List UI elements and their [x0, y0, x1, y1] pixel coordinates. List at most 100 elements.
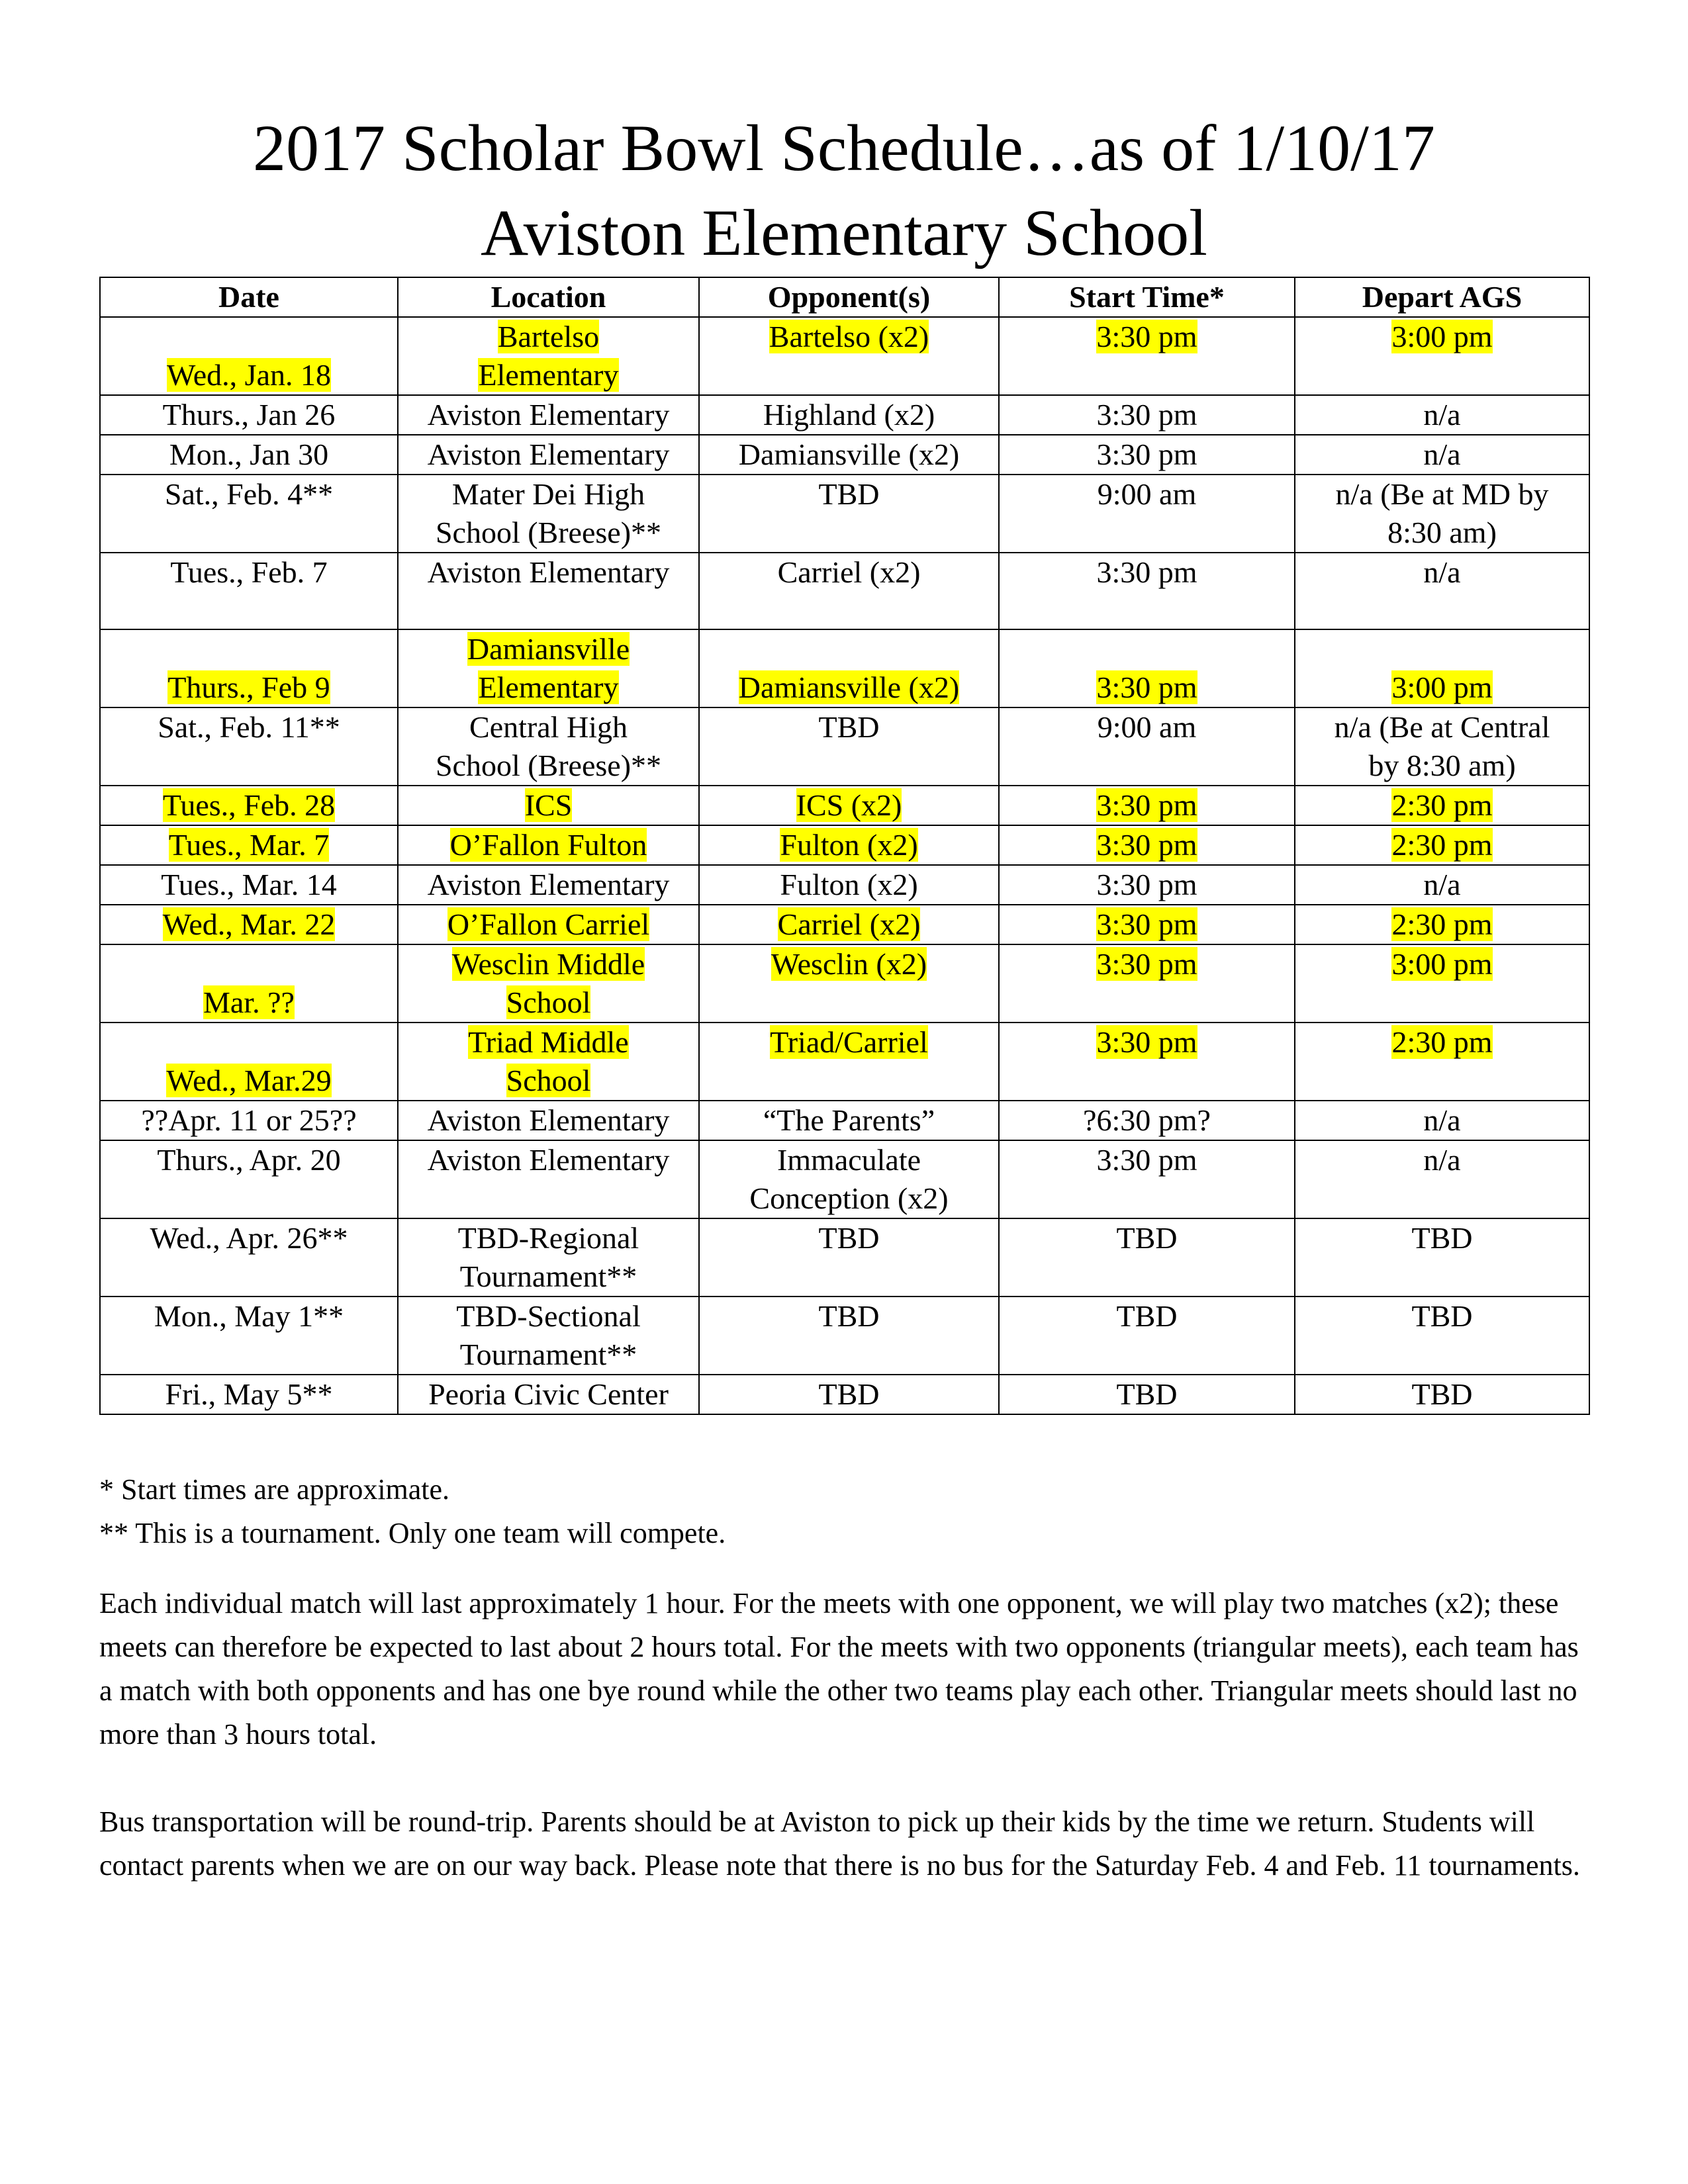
cell-text: n/a	[1423, 555, 1461, 589]
cell-text: Carriel (x2)	[777, 555, 921, 589]
cell-text: Bartelso (x2)	[769, 320, 929, 353]
cell-text: 3:00 pm	[1391, 947, 1493, 981]
cell-text: TBD	[1411, 1377, 1473, 1411]
cell-depart: 2:30 pm	[1294, 825, 1590, 866]
cell-opponents: Bartelso (x2)	[698, 316, 1000, 396]
cell-text: Sat., Feb. 11**	[158, 710, 340, 744]
cell-text: Wed., Apr. 26**	[150, 1221, 348, 1255]
cell-text: Immaculate	[776, 1143, 921, 1177]
cell-start-time: 3:30 pm	[998, 434, 1295, 475]
cell-text: n/a (Be at MD by	[1335, 477, 1549, 511]
footnotes: * Start times are approximate. ** This i…	[99, 1468, 1595, 1555]
cell-text: Fulton (x2)	[780, 868, 918, 901]
cell-text: TBD	[1411, 1299, 1473, 1333]
cell-text: Aviston Elementary	[427, 398, 670, 432]
cell-depart: n/a	[1294, 552, 1590, 630]
cell-text: TBD-Regional	[457, 1221, 639, 1255]
cell-depart: 2:30 pm	[1294, 1022, 1590, 1101]
cell-text: TBD	[818, 1377, 880, 1411]
cell-text: 3:30 pm	[1096, 907, 1197, 941]
cell-text: Mon., May 1**	[154, 1299, 344, 1333]
cell-depart: n/a	[1294, 394, 1590, 435]
header-location: Location	[397, 277, 700, 318]
cell-date: Thurs., Feb 9	[99, 629, 399, 708]
cell-opponents: Fulton (x2)	[698, 864, 1000, 905]
cell-text: 2:30 pm	[1391, 788, 1493, 822]
cell-depart: TBD	[1294, 1374, 1590, 1415]
bus-paragraph: Bus transportation will be round-trip. P…	[99, 1800, 1595, 1888]
cell-text: Damiansville (x2)	[738, 670, 960, 704]
cell-start-time: 3:30 pm	[998, 785, 1295, 826]
cell-start-time: 3:30 pm	[998, 864, 1295, 905]
cell-text: n/a	[1423, 1103, 1461, 1137]
cell-text: ??Apr. 11 or 25??	[141, 1103, 357, 1137]
footnote-start-times: * Start times are approximate.	[99, 1473, 450, 1506]
cell-start-time: 3:30 pm	[998, 629, 1295, 708]
cell-date: Mon., Jan 30	[99, 434, 399, 475]
cell-date: Sat., Feb. 4**	[99, 474, 399, 553]
cell-location: Aviston Elementary	[397, 394, 700, 435]
cell-text: n/a	[1423, 398, 1461, 432]
cell-text: n/a	[1423, 1143, 1461, 1177]
cell-text: 3:30 pm	[1096, 555, 1197, 589]
cell-text: n/a	[1423, 868, 1461, 901]
cell-text: TBD	[818, 477, 880, 511]
cell-date: Mar. ??	[99, 944, 399, 1023]
cell-opponents: ICS (x2)	[698, 785, 1000, 826]
cell-text: Mater Dei High	[451, 477, 645, 511]
cell-text: School	[506, 985, 591, 1019]
cell-text: Wesclin (x2)	[771, 947, 927, 981]
header-start-time: Start Time*	[998, 277, 1295, 318]
cell-start-time: 3:30 pm	[998, 316, 1295, 396]
cell-text: Aviston Elementary	[427, 437, 670, 471]
cell-date: Tues., Mar. 14	[99, 864, 399, 905]
cell-text: 3:00 pm	[1391, 670, 1493, 704]
cell-text: “The Parents”	[763, 1103, 935, 1137]
cell-text: Aviston Elementary	[427, 1103, 670, 1137]
cell-date: Wed., Apr. 26**	[99, 1218, 399, 1297]
cell-location: Aviston Elementary	[397, 1140, 700, 1219]
cell-text: 3:30 pm	[1096, 788, 1197, 822]
cell-start-time: 3:30 pm	[998, 904, 1295, 945]
header-opponents: Opponent(s)	[698, 277, 1000, 318]
cell-text: 3:30 pm	[1096, 320, 1197, 353]
cell-text: 3:30 pm	[1096, 670, 1197, 704]
cell-text: TBD	[818, 1299, 880, 1333]
cell-date: Wed., Jan. 18	[99, 316, 399, 396]
cell-opponents: Highland (x2)	[698, 394, 1000, 435]
cell-text: School (Breese)**	[435, 516, 662, 549]
cell-location: Aviston Elementary	[397, 434, 700, 475]
cell-text: Aviston Elementary	[427, 555, 670, 589]
cell-text: Conception (x2)	[749, 1181, 949, 1215]
cell-text: by 8:30 am)	[1368, 749, 1516, 782]
cell-opponents: “The Parents”	[698, 1100, 1000, 1141]
cell-date: Mon., May 1**	[99, 1296, 399, 1375]
cell-text: TBD	[1116, 1299, 1178, 1333]
cell-opponents: TBD	[698, 1296, 1000, 1375]
cell-location: Aviston Elementary	[397, 1100, 700, 1141]
cell-depart: n/a	[1294, 1140, 1590, 1219]
cell-text: Bartelso	[497, 320, 600, 353]
cell-start-time: 9:00 am	[998, 474, 1295, 553]
cell-depart: 2:30 pm	[1294, 904, 1590, 945]
cell-location: O’Fallon Fulton	[397, 825, 700, 866]
table-row: ??Apr. 11 or 25?? Aviston Elementary “The …	[99, 1100, 1590, 1141]
cell-text: Tournament**	[459, 1338, 637, 1371]
cell-start-time: 3:30 pm	[998, 394, 1295, 435]
cell-text: 3:30 pm	[1096, 398, 1197, 432]
